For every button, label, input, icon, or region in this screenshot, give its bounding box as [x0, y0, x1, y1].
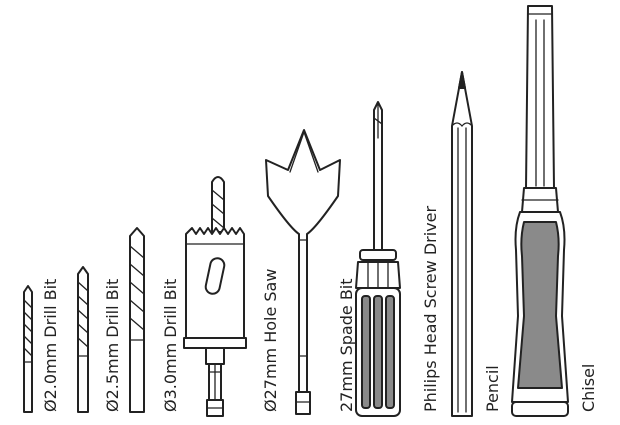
drill-bit-2mm-label: Ø2.0mm Drill Bit — [41, 279, 60, 412]
drill-bit-2mm: Ø2.0mm Drill Bit — [24, 279, 60, 412]
pencil-icon — [452, 72, 472, 416]
chisel: Chisel — [512, 6, 598, 416]
drill-bit-3mm: Ø3.0mm Drill Bit — [130, 228, 180, 412]
drill-bit-3mm-label: Ø3.0mm Drill Bit — [161, 279, 180, 412]
screwdriver-label: Philips Head Screw Driver — [421, 206, 440, 412]
hole-saw: Ø27mm Hole Saw — [184, 177, 280, 416]
screwdriver-icon — [356, 102, 400, 416]
drill-bit-2-5mm: Ø2.5mm Drill Bit — [78, 267, 122, 412]
spade-bit-label: 27mm Spade Bit — [337, 278, 356, 412]
chisel-label: Chisel — [579, 364, 598, 412]
screwdriver: Philips Head Screw Driver — [356, 102, 440, 416]
drill-bit-icon — [78, 267, 88, 412]
hole-saw-label: Ø27mm Hole Saw — [261, 269, 280, 412]
drill-bit-icon — [130, 228, 144, 412]
hole-saw-icon — [184, 177, 246, 416]
drill-bit-2-5mm-label: Ø2.5mm Drill Bit — [103, 279, 122, 412]
chisel-icon — [512, 6, 568, 416]
drill-bit-icon — [24, 286, 32, 412]
pencil: Pencil — [452, 72, 502, 416]
pencil-label: Pencil — [483, 365, 502, 412]
